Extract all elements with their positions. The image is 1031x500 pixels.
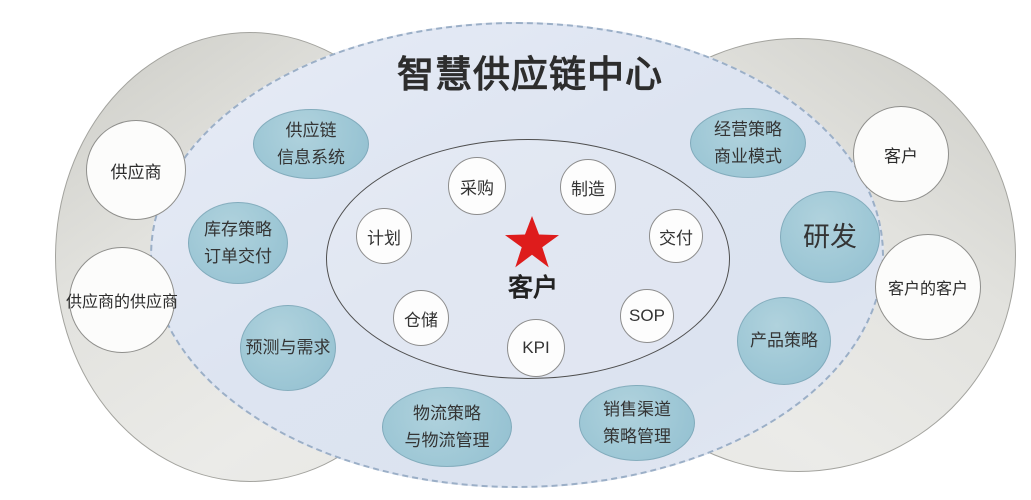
node-business-strategy-model: 经营策略 商业模式 [690,108,806,178]
node-supplier: 供应商 [86,120,186,220]
node-kpi: KPI [507,319,565,377]
node-customer: 客户 [853,106,949,202]
node-sales-channel-strategy: 销售渠道 策略管理 [579,385,695,461]
page-title: 智慧供应链中心 [397,54,663,95]
node-plan: 计划 [356,208,412,264]
node-research-development: 研发 [780,191,880,283]
node-sop: SOP [620,289,674,343]
node-inventory-strategy-order-delivery: 库存策略 订单交付 [188,202,288,284]
node-product-strategy: 产品策略 [737,297,831,385]
node-logistics-strategy-management: 物流策略 与物流管理 [382,387,512,467]
customer-star-label: 客户 [507,274,558,302]
node-manufacturing: 制造 [560,159,616,215]
node-customers-customer: 客户的客户 [875,234,981,340]
node-delivery: 交付 [649,209,703,263]
node-warehousing: 仓储 [393,290,449,346]
node-suppliers-supplier: 供应商的供应商 [66,247,178,353]
node-procurement: 采购 [448,157,506,215]
node-forecast-and-demand: 预测与需求 [240,305,336,391]
node-supply-chain-info-system: 供应链 信息系统 [253,109,369,179]
